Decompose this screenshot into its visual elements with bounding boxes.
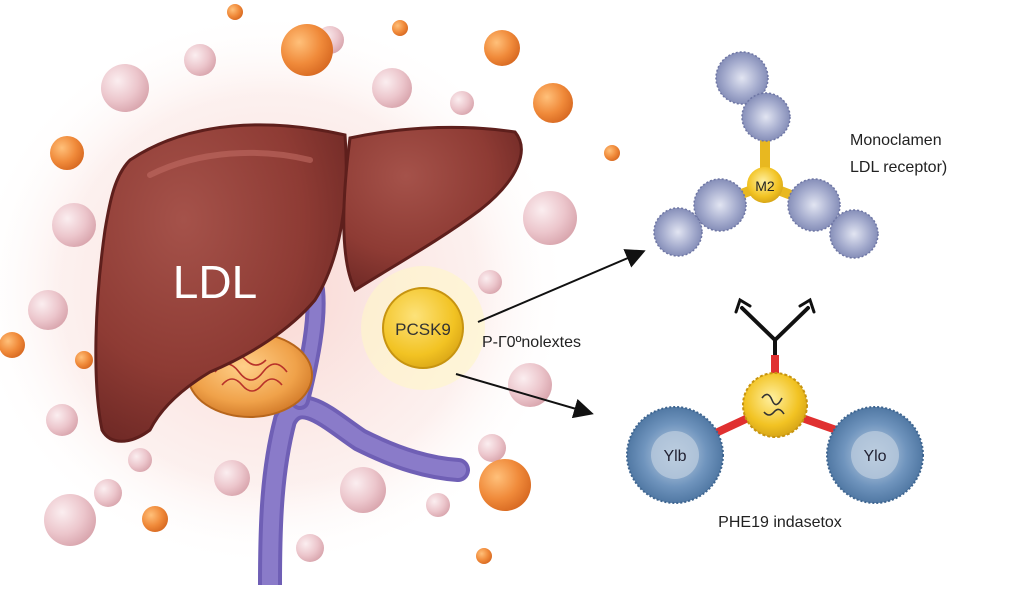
liver: LDL bbox=[94, 123, 523, 443]
complex-left-label: Ylb bbox=[663, 448, 686, 465]
pcsk9-sphere bbox=[382, 287, 464, 369]
orange-particle bbox=[227, 4, 243, 20]
orange-particle bbox=[476, 548, 492, 564]
orange-particle bbox=[0, 332, 25, 358]
liver-left-lobe bbox=[94, 123, 348, 443]
pink-particle bbox=[28, 290, 68, 330]
orange-particle bbox=[50, 136, 84, 170]
pink-particle bbox=[523, 191, 577, 245]
pink-particle bbox=[46, 404, 78, 436]
receptor-sphere bbox=[829, 209, 879, 259]
complex-caption: PHE19 indasetox bbox=[718, 514, 842, 531]
orange-particle bbox=[604, 145, 620, 161]
receptor-sphere bbox=[741, 92, 791, 142]
pink-particle bbox=[478, 434, 506, 462]
receptor-caption-line1: Monoclamen bbox=[850, 132, 942, 149]
orange-particle bbox=[75, 351, 93, 369]
orange-particle bbox=[392, 20, 408, 36]
pink-particle bbox=[296, 534, 324, 562]
antibody-y-icon bbox=[734, 297, 816, 357]
orange-particle bbox=[479, 459, 531, 511]
pink-particle bbox=[128, 448, 152, 472]
receptor-hub-label: M2 bbox=[755, 178, 775, 194]
receptor-sphere bbox=[787, 178, 841, 232]
pink-particle bbox=[101, 64, 149, 112]
orange-particle bbox=[484, 30, 520, 66]
arrow-icon bbox=[455, 373, 594, 419]
pink-particle bbox=[52, 203, 96, 247]
complex-core-squiggle bbox=[761, 393, 785, 416]
orange-particle bbox=[281, 24, 333, 76]
pink-particle bbox=[94, 479, 122, 507]
orange-particle bbox=[533, 83, 573, 123]
vessel-main-inner bbox=[262, 399, 466, 590]
arrow-icon bbox=[477, 249, 646, 323]
pink-particles bbox=[28, 26, 577, 562]
complex-left-core bbox=[651, 431, 699, 479]
ldl-receptor-cluster: M2 bbox=[653, 51, 879, 259]
pink-particle bbox=[426, 493, 450, 517]
liver-label: LDL bbox=[173, 256, 257, 308]
pcsk9-complex: Ylb Ylo bbox=[626, 297, 924, 504]
pcsk9-caption: P-Г0ºnolextes bbox=[482, 334, 581, 351]
pink-particle bbox=[478, 270, 502, 294]
pink-particle bbox=[44, 494, 96, 546]
orange-particle bbox=[142, 506, 168, 532]
receptor-hub bbox=[747, 167, 783, 203]
orange-particles bbox=[0, 4, 620, 564]
receptor-sphere bbox=[693, 178, 747, 232]
pink-particle bbox=[372, 68, 412, 108]
pcsk9-molecule: PCSK9 bbox=[361, 266, 485, 390]
complex-right-label: Ylo bbox=[863, 448, 886, 465]
pink-particle bbox=[340, 467, 386, 513]
pcsk9-label: PCSK9 bbox=[395, 320, 451, 339]
pink-particle bbox=[450, 91, 474, 115]
pink-particle bbox=[214, 460, 250, 496]
complex-right-core bbox=[851, 431, 899, 479]
receptor-sphere bbox=[653, 207, 703, 257]
pink-particle bbox=[184, 44, 216, 76]
liver-highlight bbox=[147, 149, 313, 178]
receptor-caption-line2: LDL receptor) bbox=[850, 159, 947, 176]
pink-particle bbox=[508, 363, 552, 407]
receptor-sphere bbox=[715, 51, 769, 105]
liver-right-lobe bbox=[342, 125, 523, 293]
